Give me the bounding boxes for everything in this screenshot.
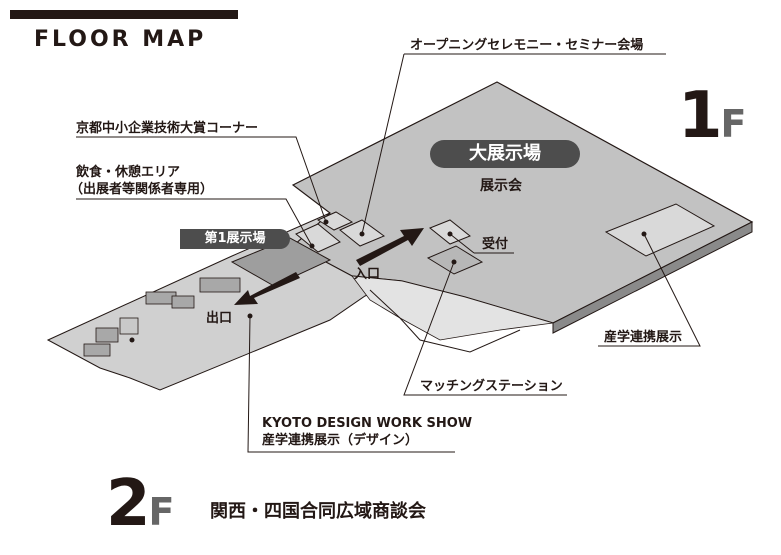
matching-label: マッチングステーション	[420, 379, 563, 394]
floor-2f-event: 関西・四国合同広域商談会	[210, 501, 426, 522]
kdws-label-2: 産学連携展示（デザイン）	[262, 433, 419, 448]
main-hall-tag: 大展示場	[430, 140, 580, 168]
wing-booth	[95, 327, 119, 343]
wing-booth	[119, 317, 139, 335]
entrance-arrow	[356, 228, 424, 266]
kyoto-corner-booth	[316, 211, 354, 231]
sangaku-booth	[604, 203, 716, 257]
floor-2f-label: 2F	[106, 472, 175, 536]
page-title: FLOOR MAP	[34, 27, 207, 52]
wing-booth	[83, 343, 111, 357]
kyoto-corner-label: 京都中小企業技術大賞コーナー	[76, 121, 259, 136]
leader-lines	[76, 53, 701, 453]
exit-arrow	[234, 272, 300, 305]
kdws-label-1: KYOTO DESIGN WORK SHOW	[262, 416, 473, 431]
wing-booth	[145, 291, 177, 305]
hall1-tag: 第1展示場	[180, 229, 290, 249]
lobby-floor	[351, 275, 554, 341]
wing-booth	[199, 277, 241, 293]
floor-1f-label: 1F	[678, 84, 747, 148]
floor-suffix: F	[148, 490, 175, 534]
floor-suffix: F	[720, 102, 747, 146]
food-area-label-2: （出展者等関係者専用）	[70, 182, 214, 197]
opening-label: オープニングセレモニー・セミナー会場	[410, 38, 644, 53]
floor-number: 1	[678, 79, 723, 153]
floor-number: 2	[106, 467, 151, 541]
corridor-outline	[369, 289, 521, 353]
leader-dots	[129, 219, 647, 343]
main-hall-edge	[552, 221, 753, 334]
sangaku-label: 産学連携展示	[604, 330, 683, 345]
main-hall-subtitle: 展示会	[480, 178, 522, 194]
title-bar	[10, 10, 238, 19]
wing-booth	[171, 295, 195, 309]
reception-label: 受付	[482, 237, 509, 252]
entrance-label: 入口	[354, 267, 381, 282]
food-area-label-1: 飲食・休憩エリア	[76, 165, 181, 180]
exit-label: 出口	[206, 311, 233, 326]
